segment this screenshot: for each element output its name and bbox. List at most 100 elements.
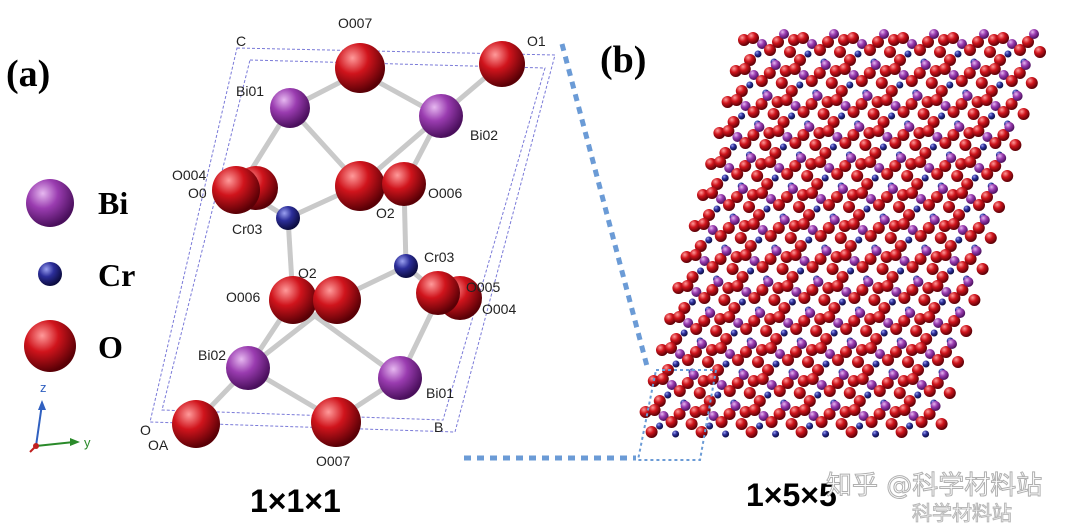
- supercell-atom-o: [906, 373, 919, 385]
- supercell-atom-o: [722, 282, 735, 294]
- supercell-atom-bi: [816, 194, 826, 204]
- supercell-atom-bi: [857, 225, 868, 235]
- supercell-atom-bi: [848, 70, 859, 80]
- supercell-atom-cr: [897, 267, 905, 275]
- supercell-atom-bi: [725, 349, 735, 359]
- supercell-atom-cr: [788, 112, 796, 120]
- supercell-atom-bi: [707, 225, 718, 235]
- supercell-atom-o: [778, 302, 791, 314]
- supercell-atom-o: [773, 199, 785, 211]
- supercell-atom-bi: [799, 256, 810, 266]
- supercell-atom-o: [745, 426, 758, 438]
- label-bi02-top: Bi02: [470, 127, 498, 143]
- supercell-atom-o: [901, 170, 914, 182]
- supercell-atom-o: [765, 416, 778, 428]
- supercell-atom-o: [838, 63, 851, 75]
- y-axis-arrowhead: [70, 438, 80, 446]
- supercell-atom-o: [845, 426, 858, 438]
- supercell-atom-o: [989, 137, 1002, 149]
- guide-lines: [464, 43, 651, 461]
- supercell-atom-o: [989, 160, 1002, 172]
- supercell-atom-bi: [688, 370, 699, 380]
- supercell-atom-o: [898, 292, 911, 304]
- supercell-atom-o: [815, 416, 828, 428]
- supercell-atom-o: [997, 106, 1010, 118]
- supercell-atom-o: [844, 54, 856, 66]
- supercell-atom-bi: [825, 349, 835, 359]
- supercell-atom-o: [785, 418, 798, 430]
- supercell-atom-o: [712, 364, 724, 376]
- supercell-atom-o: [781, 168, 794, 180]
- supercell-atom-o: [847, 106, 860, 118]
- supercell-atom-bi: [933, 318, 944, 328]
- supercell-atom-o: [748, 404, 761, 416]
- supercell-atom-bi: [832, 132, 843, 142]
- supercell-atom-bi: [829, 29, 839, 39]
- supercell-atom-o: [702, 356, 714, 368]
- supercell-atom-o: [680, 251, 693, 263]
- supercell-atom-cr: [805, 236, 813, 244]
- atom-o006-right: [382, 162, 426, 206]
- supercell-atom-o: [1005, 75, 1018, 87]
- supercell-atom-o: [751, 170, 764, 182]
- supercell-atom-cr: [914, 391, 922, 399]
- supercell-atom-o: [903, 209, 915, 221]
- supercell-atom-o: [706, 284, 719, 296]
- supercell-atom-o: [860, 325, 873, 337]
- watermark-line2: 科学材料站: [912, 501, 1012, 525]
- supercell-atom-o: [823, 408, 836, 420]
- supercell-atom-o: [1009, 139, 1022, 151]
- supercell-atom-o: [943, 201, 955, 213]
- supercell-atom-cr: [771, 174, 779, 182]
- supercell-atom-o: [694, 240, 707, 252]
- supercell-atom-bi: [874, 163, 885, 173]
- legend-o-label: O: [98, 329, 123, 365]
- supercell-atom-o: [727, 116, 740, 128]
- supercell-atom-o: [797, 129, 810, 141]
- supercell-atom-o: [935, 418, 948, 430]
- supercell-atom-o: [918, 294, 931, 306]
- supercell-atom-bi: [775, 349, 785, 359]
- supercell-atom-o: [922, 125, 935, 137]
- supercell-atom-o: [955, 75, 968, 87]
- supercell-atom-bi: [762, 91, 773, 101]
- corner-o-label: O: [140, 422, 151, 438]
- supercell-atom-o: [898, 404, 911, 416]
- supercell-atom-bi: [907, 39, 917, 49]
- supercell-atom-o: [888, 220, 901, 232]
- supercell-atom-o: [794, 54, 806, 66]
- supercell-atom-bi: [771, 246, 782, 256]
- supercell-atom-cr: [756, 422, 764, 430]
- supercell-atom-bi: [888, 370, 899, 380]
- supercell-atom-o: [697, 189, 709, 201]
- supercell-atom-o: [781, 191, 793, 203]
- supercell-atom-bi: [738, 370, 749, 380]
- supercell-atom-o: [714, 230, 727, 242]
- supercell-atom-bi: [882, 132, 893, 142]
- supercell-atom-o: [753, 395, 766, 407]
- supercell-atom-o: [723, 385, 736, 397]
- supercell-atom-o: [681, 377, 694, 389]
- supercell-atom-bi: [697, 339, 707, 349]
- supercell-atom-o: [797, 32, 809, 44]
- supercell-atom-cr: [813, 205, 821, 213]
- supercell-atom-o: [656, 373, 669, 385]
- supercell-atom-o: [914, 230, 927, 242]
- supercell-atom-o: [831, 168, 844, 180]
- supercell-atom-o: [964, 44, 976, 56]
- supercell-atom-cr: [847, 267, 855, 275]
- supercell-atom-cr: [906, 422, 914, 430]
- supercell-atom-bi: [938, 370, 949, 380]
- supercell-atom-o: [798, 292, 811, 304]
- supercell-atom-bi: [880, 401, 891, 411]
- supercell-atom-bi: [724, 163, 735, 173]
- label-o006-left: O006: [226, 289, 260, 305]
- supercell-atom-cr: [988, 112, 996, 120]
- supercell-atom-bi: [691, 287, 702, 297]
- supercell-atom-o: [885, 85, 898, 97]
- supercell-atom-cr: [713, 205, 721, 213]
- supercell-atom-cr: [872, 360, 880, 368]
- supercell-atom-o: [775, 77, 788, 89]
- supercell-atom-bi: [1020, 60, 1031, 70]
- supercell-atom-o: [964, 230, 977, 242]
